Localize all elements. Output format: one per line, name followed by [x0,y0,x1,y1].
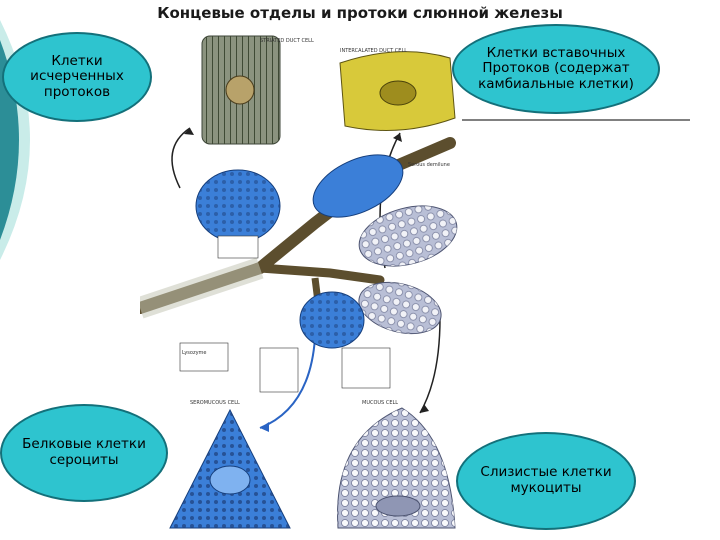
label-intercalated-duct-cells: Клетки вставочных Протоков (содержат кам… [452,24,660,114]
page-title: Концевые отделы и протоки слюнной железы [157,4,563,22]
striated-duct-cell-drawing: STRIATED DUCT CELL [201,35,314,145]
mucous-caption: MUCOUS CELL [362,400,398,406]
demilune-caption: Serous demilune [408,162,450,168]
serous-cell-drawing: SEROMUCOUS CELL [169,400,291,529]
intercalated-duct-cell-drawing: INTERCALATED DUCT CELL [339,48,456,131]
arrow-to-striated [171,127,191,189]
label-striated-text: Клетки исчерченных протоков [30,52,124,100]
label-serous-cells: Белковые клетки сероциты [0,404,168,502]
label-striated-duct-cells: Клетки исчерченных протоков [2,32,152,122]
label-mucous-cells: Слизистые клетки мукоциты [456,432,636,530]
salivary-gland-illustration: STRIATED DUCT CELL INTERCALATED DUCT CEL… [140,35,458,529]
label-serous-text: Белковые клетки сероциты [22,436,146,468]
intercalated-cell-caption: INTERCALATED DUCT CELL [340,48,407,54]
label-intercalated-text: Клетки вставочных Протоков (содержат кам… [478,44,634,92]
seromucous-caption: SEROMUCOUS CELL [190,400,240,406]
striated-cell-caption: STRIATED DUCT CELL [260,38,314,44]
label-mucous-text: Слизистые клетки мукоциты [480,464,612,496]
arrow-to-serous [259,337,316,429]
serous-acinus-top [312,154,404,218]
mucous-cell-drawing: MUCOUS CELL [337,400,456,529]
lysozyme-caption: Lysozyme [182,350,206,356]
